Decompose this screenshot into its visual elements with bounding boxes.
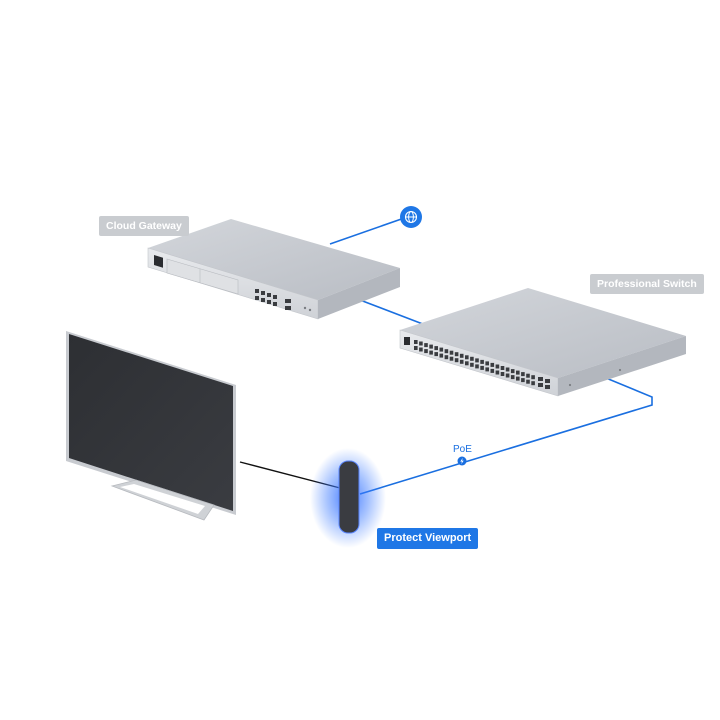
switch-port	[490, 368, 495, 373]
switch-port	[470, 362, 474, 367]
switch-port	[490, 362, 495, 367]
switch-viewport-poe-link	[359, 377, 653, 495]
switch-port	[500, 366, 505, 370]
switch-port	[419, 347, 423, 352]
switch-port	[500, 372, 505, 376]
switch-port	[475, 358, 479, 363]
switch-port	[449, 350, 454, 355]
switch-ports	[414, 340, 550, 389]
switch-port	[475, 364, 479, 369]
switch-port	[516, 370, 520, 375]
switch-sfp-port	[545, 385, 550, 389]
switch-port	[465, 361, 469, 366]
switch-sfp-port	[538, 377, 543, 381]
professional-switch-label: Professional Switch	[590, 274, 704, 294]
switch-port	[505, 367, 510, 372]
switch-port	[505, 373, 510, 378]
switch-port	[419, 341, 423, 346]
switch-port	[424, 343, 428, 348]
cloud-gateway-device	[147, 219, 400, 320]
switch-port	[444, 355, 449, 360]
switch-port	[495, 370, 500, 375]
switch-port	[454, 358, 459, 363]
switch-port	[439, 353, 444, 358]
gateway-internet-link	[329, 215, 411, 245]
switch-port	[526, 379, 530, 384]
switch-port	[521, 372, 525, 377]
switch-sfp-port	[545, 379, 550, 383]
switch-port	[495, 364, 500, 369]
switch-port	[459, 353, 464, 358]
switch-port	[434, 352, 438, 357]
switch-port	[414, 340, 418, 344]
switch-port	[485, 367, 489, 372]
switch-port	[429, 344, 433, 349]
switch-port	[526, 373, 530, 378]
switch-port	[521, 378, 525, 383]
switch-port	[480, 365, 484, 370]
gateway-ports	[255, 289, 291, 310]
protect-viewport-label: Protect Viewport	[377, 528, 479, 549]
poe-label: PoE	[453, 444, 472, 455]
switch-port	[531, 375, 535, 380]
globe-icon	[400, 206, 422, 228]
tv-display	[66, 331, 236, 521]
switch-port	[459, 359, 464, 364]
cloud-gateway-label: Cloud Gateway	[99, 216, 189, 236]
switch-port	[485, 361, 489, 366]
switch-sfp-port	[538, 383, 543, 387]
switch-port	[516, 376, 520, 381]
lightning-bolt-icon	[457, 456, 467, 466]
switch-port	[434, 346, 438, 351]
switch-port	[454, 352, 459, 357]
switch-port	[470, 356, 474, 361]
switch-port	[439, 347, 444, 352]
professional-switch-device	[399, 288, 686, 397]
switch-port	[510, 375, 515, 380]
gateway-switch-link	[359, 299, 429, 327]
switch-port	[449, 356, 454, 361]
switch-port	[414, 346, 418, 350]
switch-port	[465, 355, 469, 360]
protect-viewport-device	[310, 448, 386, 548]
switch-port	[444, 349, 449, 354]
switch-port	[531, 381, 535, 386]
switch-port	[510, 369, 515, 374]
switch-port	[424, 349, 428, 354]
switch-port	[480, 359, 484, 364]
switch-port	[429, 350, 433, 355]
